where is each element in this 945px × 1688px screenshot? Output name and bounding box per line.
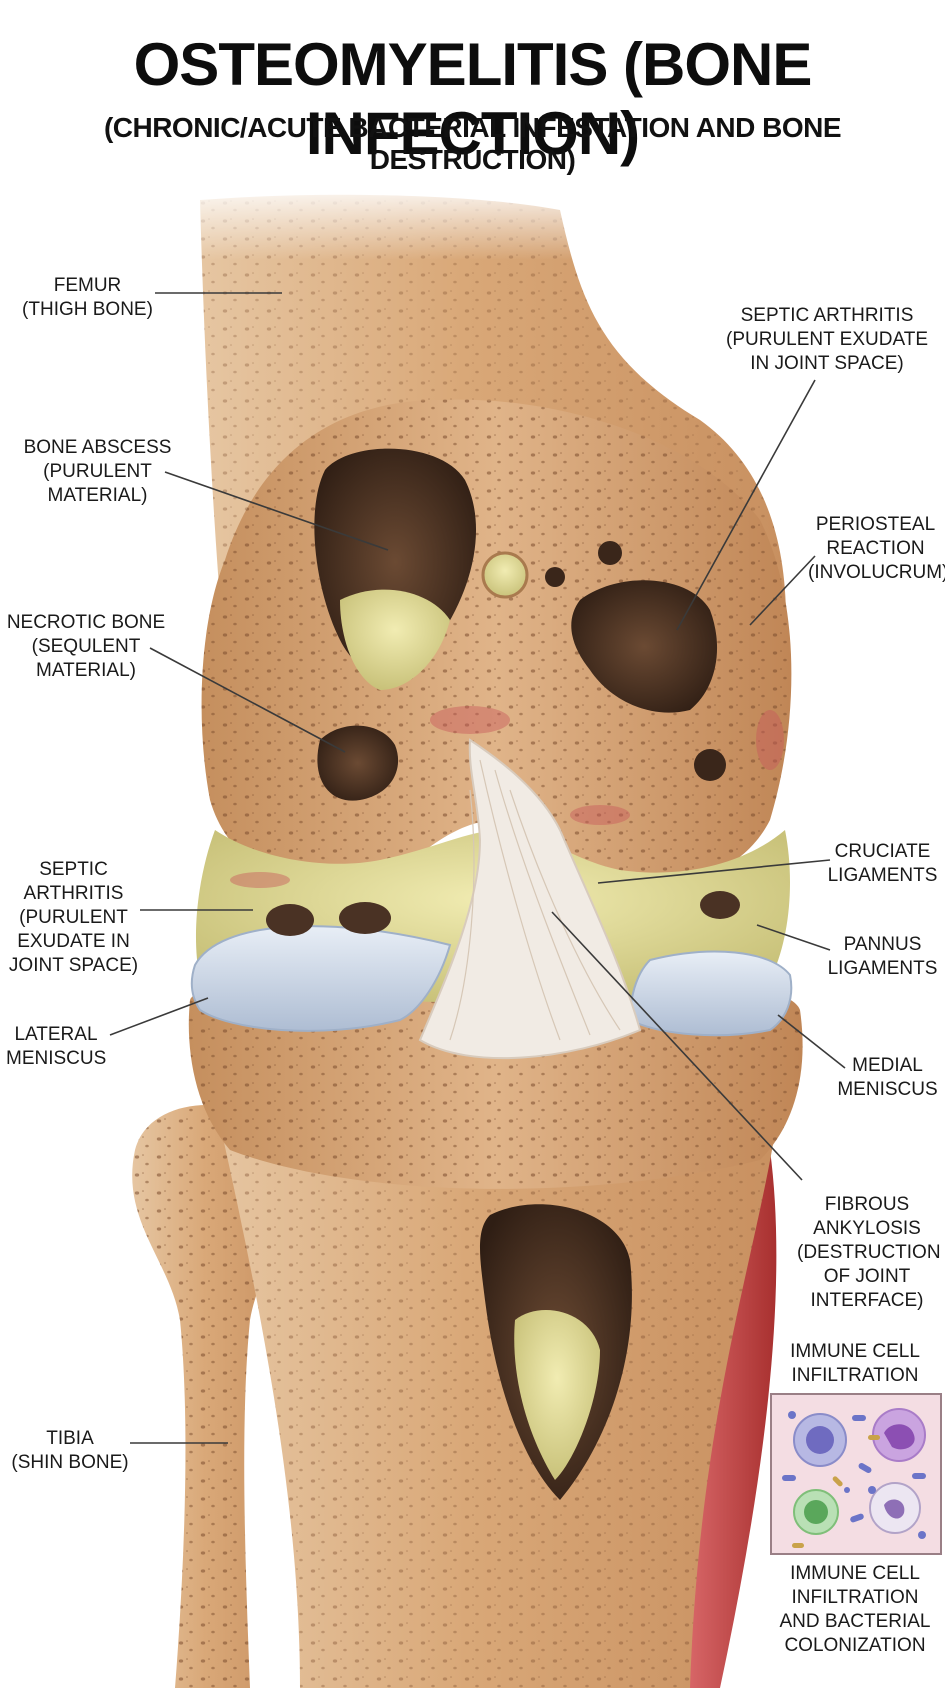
leader-lines [109,292,846,1444]
page-subtitle: (CHRONIC/ACUTE BACTERIAL INFESTATION AND… [103,112,842,175]
page-title: OSTEOMYELITIS (BONE INFECTION) [133,31,813,167]
immune-cell-inset [770,1393,942,1555]
label-femur: FEMUR(THIGH BONE) [22,275,153,320]
cruciate-ligament [418,738,642,1060]
label-tibia: TIBIA(SHIN BONE) [11,1428,129,1473]
condyle-destruction [571,580,718,713]
necrotic-cavity [317,725,399,801]
